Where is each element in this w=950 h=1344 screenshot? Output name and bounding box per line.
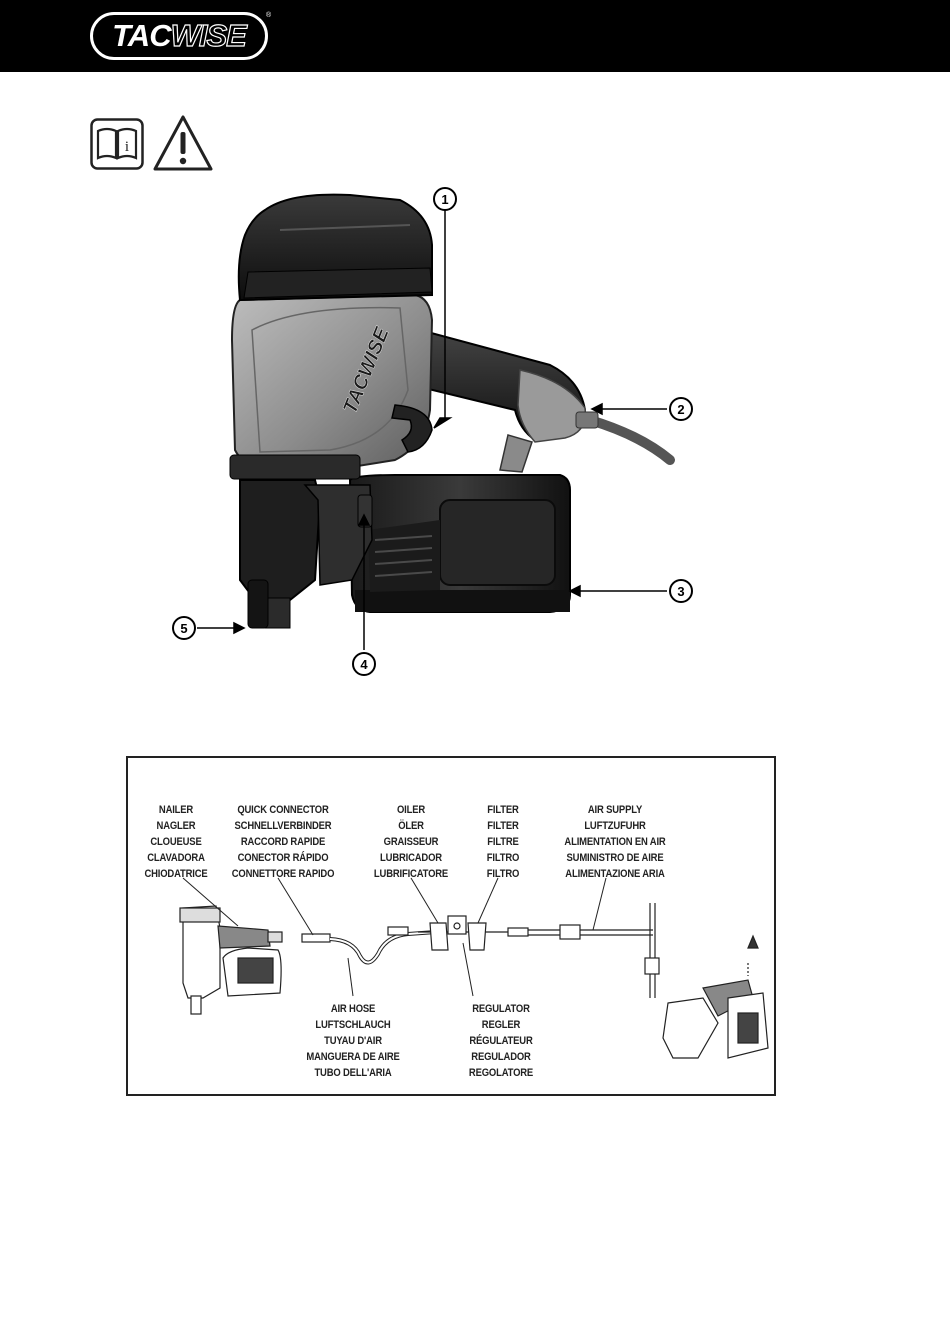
leader-air-supply [592, 877, 607, 931]
diagram-label-line: REGULATOR [472, 1003, 530, 1015]
diagram-label-line: TUBO DELL'ARIA [314, 1067, 392, 1079]
top-cap [237, 193, 433, 302]
diagram-supply-pipe [528, 903, 660, 998]
leader-air-hose [347, 957, 354, 997]
manual-info-icon: i [90, 118, 144, 170]
leader-filter [477, 877, 499, 924]
air-hose-cable [585, 415, 675, 465]
callout-circle-1 [433, 187, 457, 211]
diagram-nailer-drawing [179, 905, 283, 1015]
leader-quick-connector [277, 877, 314, 936]
diagram-label-line: GRAISSEUR [383, 836, 439, 848]
trademark-mark: ® [266, 12, 272, 19]
callout-arrow-1 [433, 417, 453, 429]
callout-label-2: 2 [677, 402, 684, 417]
label-oiler: OILER ÖLER GRAISSEUR LUBRICADOR LUBRIFICATOR… [364, 802, 459, 882]
diagram-label-line: FILTER [487, 820, 519, 832]
diagram-label-line: LUFTSCHLAUCH [315, 1019, 391, 1031]
nose-assembly [229, 454, 373, 629]
svg-text:i: i [125, 139, 129, 155]
label-regulator: REGULATOR REGLER RÉGULATEUR REGULADOR REGOLA… [454, 1001, 549, 1081]
warning-triangle-icon [153, 115, 213, 171]
callout-circle-2 [669, 397, 693, 421]
air-system-diagram: NAILER NAGLER CLOUEUSE CLAVADORA CHIODATRICE… [126, 756, 776, 1096]
callout-circle-4 [352, 652, 376, 676]
diagram-label-line: TUYAU D'AIR [324, 1035, 382, 1047]
diagram-frl-unit [418, 915, 529, 951]
diagram-hose [301, 926, 437, 965]
logo-tac-text: TAC [112, 18, 171, 53]
diagram-label-line: MANGUERA DE AIRE [306, 1051, 400, 1063]
leader-oiler [410, 877, 439, 924]
diagram-label-line: ALIMENTATION EN AIR [564, 836, 666, 848]
label-nailer: NAILER NAGLER CLOUEUSE CLAVADORA CHIODATRICE [142, 802, 211, 882]
callout-arrow-5 [233, 621, 246, 635]
diagram-label-line: SCHNELLVERBINDER [234, 820, 332, 832]
diagram-label-line: REGLER [481, 1019, 521, 1031]
callout-label-3: 3 [677, 584, 684, 599]
callout-circle-3 [669, 579, 693, 603]
callout-arrow-4 [357, 513, 371, 526]
diagram-label-line: CONECTOR RÁPIDO [237, 852, 329, 864]
diagram-label-line: NAGLER [156, 820, 196, 832]
logo-wise-text: WISE [170, 17, 247, 53]
label-air-supply: AIR SUPPLY LUFTZUFUHR ALIMENTATION EN AIR S… [551, 802, 680, 882]
diagram-label-line: RÉGULATEUR [469, 1035, 533, 1047]
diagram-label-line: NAILER [158, 804, 194, 816]
label-filter: FILTER FILTER FILTRE FILTRO FILTRO [473, 802, 533, 882]
diagram-label-line: LUBRICADOR [380, 852, 442, 864]
callout-arrow-2 [590, 402, 603, 416]
air-system-artwork [179, 877, 769, 1059]
diagram-label-line: SUMINISTRO DE AIRE [566, 852, 664, 864]
diagram-label-line: RACCORD RAPIDE [240, 836, 326, 848]
leader-regulator [462, 942, 474, 997]
diagram-label-line: CHIODATRICE [144, 868, 208, 880]
label-quick-connector: QUICK CONNECTOR SCHNELLVERBINDER RACCORD R… [227, 802, 339, 882]
coil-magazine [348, 474, 571, 613]
diagram-label-line: FILTRO [486, 868, 520, 880]
label-air-hose: AIR HOSE LUFTSCHLAUCH TUYAU D'AIR MANGUERA … [297, 1001, 409, 1081]
diagram-label-line: FILTRO [486, 852, 520, 864]
diagram-label-line: REGOLATORE [468, 1067, 534, 1079]
diagram-label-line: REGULADOR [471, 1051, 531, 1063]
diagram-label-line: AIR HOSE [330, 1003, 376, 1015]
diagram-label-line: CONNETTORE RAPIDO [231, 868, 335, 880]
callout-label-4: 4 [360, 657, 368, 672]
diagram-label-line: CLAVADORA [147, 852, 205, 864]
diagram-label-line: LUFTZUFUHR [584, 820, 646, 832]
diagram-label-line: LUBRIFICATORE [373, 868, 449, 880]
trigger [391, 404, 433, 453]
callout-arrow-3 [568, 584, 581, 598]
callout-circle-5 [172, 616, 196, 640]
diagram-label-line: ÖLER [398, 820, 424, 832]
leader-nailer [182, 877, 239, 927]
diagram-label-line: OILER [396, 804, 426, 816]
diagram-label-line: CLOUEUSE [150, 836, 202, 848]
diagram-label-line: FILTER [487, 804, 519, 816]
diagram-label-line: AIR SUPPLY [587, 804, 643, 816]
diagram-label-line: QUICK CONNECTOR [237, 804, 329, 816]
diagram-label-line: FILTRE [487, 836, 519, 848]
callout-label-5: 5 [180, 621, 187, 636]
coil-nailer-figure: TACWISE 1 2 3 4 [172, 187, 693, 676]
callout-label-1: 1 [441, 192, 448, 207]
diagram-oiling-nailer-drawing [662, 934, 769, 1059]
handle-grip [410, 328, 599, 473]
diagram-label-line: ALIMENTAZIONE ARIA [565, 868, 665, 880]
